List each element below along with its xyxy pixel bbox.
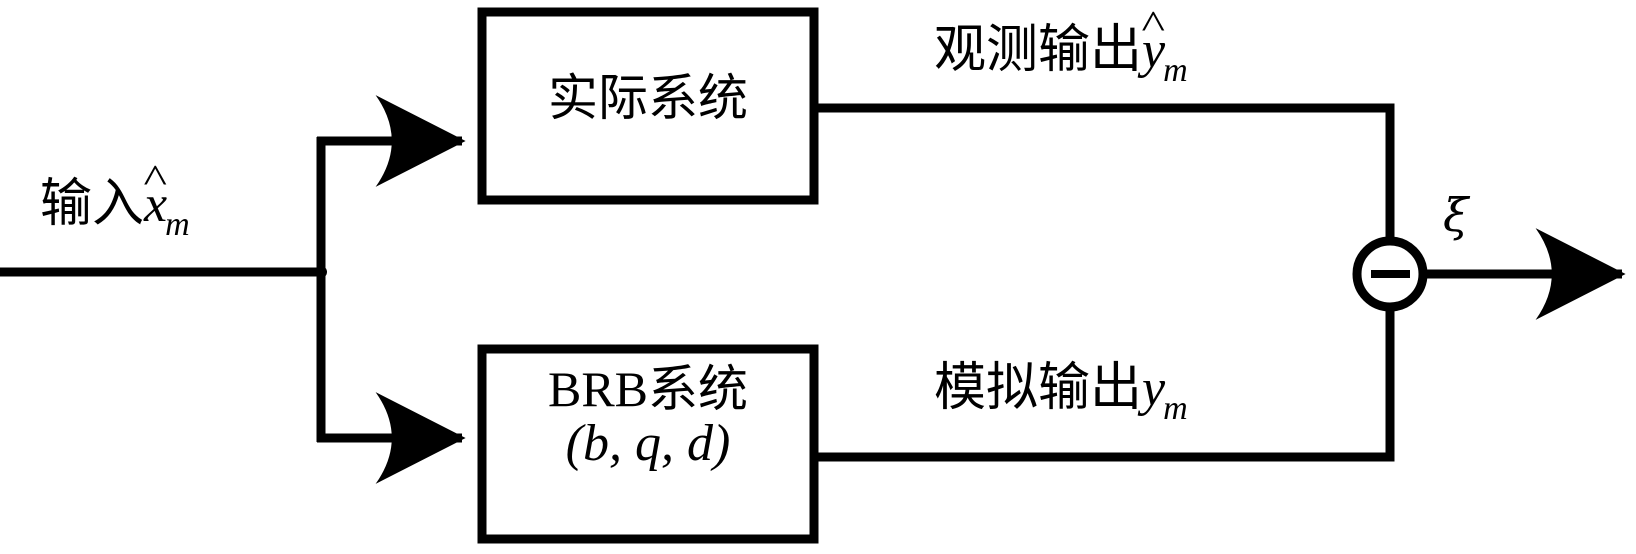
input-subscript: m <box>165 206 190 244</box>
input-label: 输入^xm <box>40 159 192 242</box>
brb-parameters: (b, q, d) <box>565 415 731 472</box>
brb-system-label-line1: BRB系统 <box>482 363 814 416</box>
input-hat-mark: ^ <box>143 156 167 201</box>
observed-output-hat-mark: ^ <box>1141 2 1165 47</box>
observed-output-label: 观测输出^ym <box>934 5 1190 88</box>
observed-output-path <box>814 103 1395 238</box>
actual-system-label: 实际系统 <box>482 72 814 125</box>
actual-system-label-text: 实际系统 <box>548 69 748 127</box>
brb-system-box <box>477 344 819 544</box>
brb-system-label: BRB系统 (b, q, d) <box>482 363 814 472</box>
observed-output-variable: y <box>1142 22 1166 79</box>
simulated-output-subscript: m <box>1163 390 1188 428</box>
actual-system-box <box>477 7 819 205</box>
observed-output-label-cjk: 观测输出 <box>934 20 1143 80</box>
simulated-output-label-cjk: 模拟输出 <box>934 358 1143 418</box>
branch-junction-dot <box>315 266 327 278</box>
error-signal-label: ξ <box>1443 188 1469 242</box>
simulated-output-path <box>814 310 1395 462</box>
input-label-cjk: 输入 <box>40 174 145 234</box>
brb-system-cjk: 系统 <box>648 360 749 418</box>
simulated-output-label: 模拟输出ym <box>934 360 1190 426</box>
brb-acronym: BRB <box>547 361 649 417</box>
simulated-output-variable: y <box>1142 360 1166 417</box>
input-variable: x <box>144 176 168 233</box>
observed-output-subscript: m <box>1163 52 1188 90</box>
